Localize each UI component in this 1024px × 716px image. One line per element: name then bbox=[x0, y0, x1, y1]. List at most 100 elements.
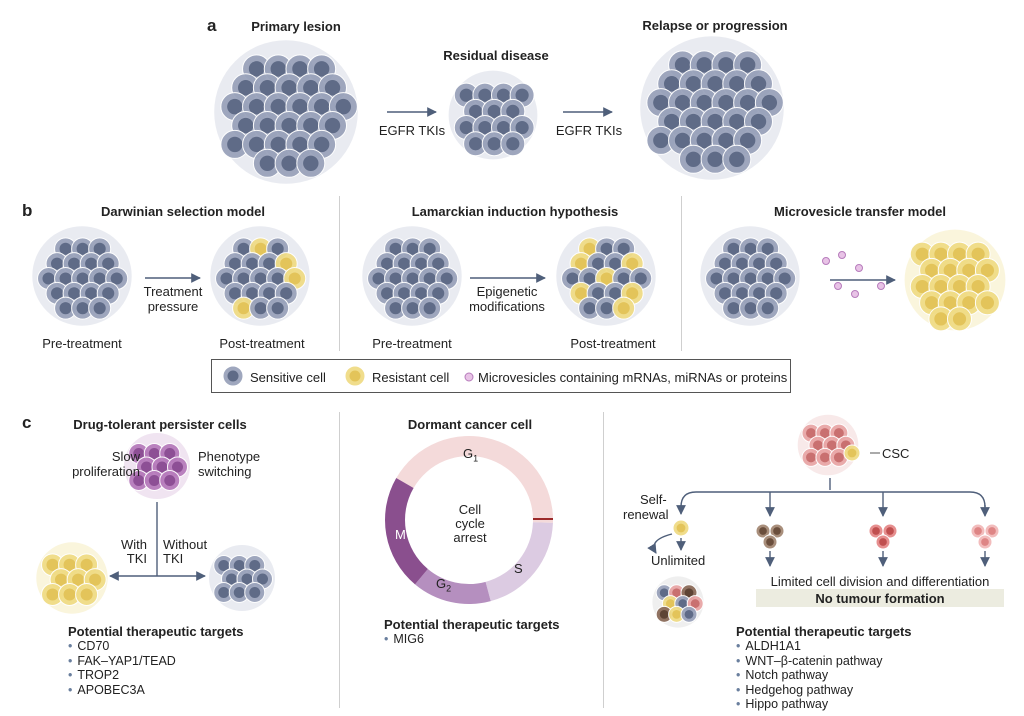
lamarck-post-cluster-cell-nucleus bbox=[600, 242, 613, 255]
phase-g2-label: G2 bbox=[436, 576, 451, 597]
relapse-cluster-cell-nucleus bbox=[653, 94, 669, 111]
phase-g1-label: G1 bbox=[463, 446, 478, 467]
residual-cluster-cell-nucleus bbox=[478, 88, 492, 102]
lamarck-post-cluster-cell-nucleus bbox=[600, 302, 613, 315]
residual-cluster-cell-nucleus bbox=[515, 120, 529, 135]
microvesicle-pre-cluster-cell-nucleus bbox=[770, 257, 783, 270]
csc-branch-lines bbox=[680, 478, 986, 508]
darwin-post-cluster-cell-nucleus bbox=[263, 287, 276, 300]
primary-lesion-cluster-cell-nucleus bbox=[270, 136, 286, 153]
phase-g1-sub: 1 bbox=[473, 453, 479, 464]
relapse-cluster-cell-nucleus bbox=[739, 132, 756, 149]
lamarckian-post-label: Post-treatment bbox=[570, 336, 656, 351]
relapse-cluster-cell-nucleus bbox=[718, 94, 734, 111]
with-tki-cluster bbox=[36, 542, 108, 614]
csc-cluster-cell-nucleus bbox=[819, 428, 830, 439]
with-tki-cluster-cell-nucleus bbox=[46, 588, 59, 601]
relapse-cluster-cell-nucleus bbox=[696, 57, 712, 73]
without-tki-cluster-cell-nucleus bbox=[218, 586, 230, 598]
csc-cluster-cell-nucleus bbox=[806, 428, 816, 439]
darwin-pre-cluster-cell-nucleus bbox=[51, 257, 64, 270]
relapse-cluster-cell-nucleus bbox=[685, 76, 702, 92]
primary-lesion-cluster bbox=[214, 40, 358, 184]
divider-b-2 bbox=[681, 196, 682, 351]
with-tki-cluster-cell-nucleus bbox=[72, 573, 85, 586]
darwin-pre-cluster-cell-nucleus bbox=[76, 302, 89, 315]
microvesicle-post-cluster-cell-nucleus bbox=[952, 279, 967, 294]
lamarck-pre-cluster-cell-nucleus bbox=[389, 272, 402, 285]
egfr-tki-label-1: EGFR TKIs bbox=[378, 123, 446, 138]
lamarck-pre-cluster-cell-nucleus bbox=[381, 287, 394, 300]
cycle-s-segment bbox=[485, 522, 553, 602]
relapse-cluster-cell-nucleus bbox=[674, 94, 691, 111]
lamarck-post-cluster-cell-nucleus bbox=[575, 257, 588, 270]
persister-cluster-cell-nucleus bbox=[164, 447, 176, 459]
relapse-cluster-cell-nucleus bbox=[696, 94, 712, 111]
relapse-cluster-cell-nucleus bbox=[729, 76, 745, 92]
divider-b-1 bbox=[339, 196, 340, 351]
relapse-cluster-cell-nucleus bbox=[707, 113, 723, 130]
darwin-post-cluster-cell-nucleus bbox=[271, 272, 284, 285]
darwin-pre-cluster-cell-nucleus bbox=[110, 272, 123, 285]
lamarck-pre-cluster-cell-nucleus bbox=[423, 302, 436, 315]
residual-cluster-cell-nucleus bbox=[487, 137, 501, 151]
phase-m-label: M bbox=[395, 527, 406, 542]
with-tki-cluster-cell-nucleus bbox=[80, 558, 93, 571]
lamarck-pre-cluster-cell-nucleus bbox=[423, 242, 436, 255]
primary-lesion-cluster-cell-nucleus bbox=[324, 80, 341, 96]
without-tki-cluster bbox=[209, 545, 275, 611]
lamarck-post-cluster-cell-nucleus bbox=[566, 272, 579, 285]
microvesicle-pre-cluster-cell-nucleus bbox=[744, 302, 757, 315]
darwin-post-cluster-cell-nucleus bbox=[254, 302, 267, 315]
darwin-post-cluster-cell-nucleus bbox=[280, 287, 293, 300]
slow-label-line2: proliferation bbox=[72, 464, 140, 479]
unlimited-cluster-cell-nucleus bbox=[672, 609, 681, 619]
without-tki-line1: Without bbox=[163, 537, 208, 552]
microvesicle-post-cluster-cell-nucleus bbox=[943, 296, 957, 310]
darwin-pre-cluster-cell-nucleus bbox=[76, 272, 89, 285]
primary-lesion-cluster-cell-nucleus bbox=[313, 136, 330, 153]
self-renewal-line2: renewal bbox=[623, 507, 669, 522]
residual-cluster-cell-nucleus bbox=[478, 120, 492, 135]
unlimited-cluster-cell-nucleus bbox=[666, 599, 675, 608]
darwin-pre-cluster-cell-nucleus bbox=[68, 257, 81, 270]
lamarck-post-cluster-cell-nucleus bbox=[575, 287, 588, 300]
lamarck-post-cluster-cell-nucleus bbox=[583, 272, 596, 285]
persister-cluster-cell-nucleus bbox=[141, 461, 152, 473]
darwin-pre-cluster-cell-nucleus bbox=[51, 287, 64, 300]
legend-resistant-label: Resistant cell bbox=[372, 370, 450, 385]
lamarck-pre-cluster-cell-nucleus bbox=[432, 287, 445, 300]
progenitor-brown-cell-nucleus bbox=[766, 538, 774, 546]
self-renewal-line1: Self- bbox=[640, 492, 667, 507]
csc-targets-title: Potential therapeutic targets bbox=[736, 624, 912, 639]
with-tki-cluster-cell-nucleus bbox=[89, 573, 102, 586]
darwin-pre-cluster-cell-nucleus bbox=[85, 287, 98, 300]
lamarck-post-cluster-cell-nucleus bbox=[617, 242, 630, 255]
relapse-cluster-cell-nucleus bbox=[664, 76, 680, 92]
self-renew-cell-nucleus bbox=[676, 523, 686, 533]
microvesicle-pre-cluster-cell-nucleus bbox=[761, 242, 774, 255]
dormant-title: Dormant cancer cell bbox=[407, 417, 533, 432]
progenitor-pink bbox=[970, 523, 1000, 550]
darwin-post-cluster-cell-nucleus bbox=[280, 257, 293, 270]
lamarck-pre-cluster bbox=[362, 226, 462, 326]
primary-lesion-cluster-cell-nucleus bbox=[281, 117, 297, 134]
no-tumour-label: No tumour formation bbox=[815, 591, 945, 606]
lamarck-pre-cluster-cell-nucleus bbox=[406, 302, 419, 315]
relapse-cluster-cell-nucleus bbox=[761, 94, 778, 111]
microvesicle-pre-cluster-cell-nucleus bbox=[753, 287, 766, 300]
panel-b-label: b bbox=[22, 201, 33, 220]
unlimited-cluster-cell-nucleus bbox=[684, 609, 694, 619]
microvesicle-post-cluster-cell-nucleus bbox=[925, 296, 939, 310]
csc-cluster bbox=[797, 414, 859, 476]
with-tki-cluster-cell-nucleus bbox=[80, 588, 93, 601]
relapse-cluster-cell-nucleus bbox=[685, 151, 702, 167]
persister-cluster bbox=[124, 433, 190, 499]
arrest-line2: cycle bbox=[455, 516, 485, 531]
primary-lesion-cluster-cell-nucleus bbox=[259, 155, 276, 171]
darwin-post-cluster-cell-nucleus bbox=[237, 272, 250, 285]
primary-lesion-cluster-cell-nucleus bbox=[303, 155, 319, 171]
lamarck-pre-cluster-cell-nucleus bbox=[406, 242, 419, 255]
darwin-pre-cluster-cell-nucleus bbox=[93, 302, 106, 315]
lamarck-pre-cluster-cell-nucleus bbox=[440, 272, 453, 285]
